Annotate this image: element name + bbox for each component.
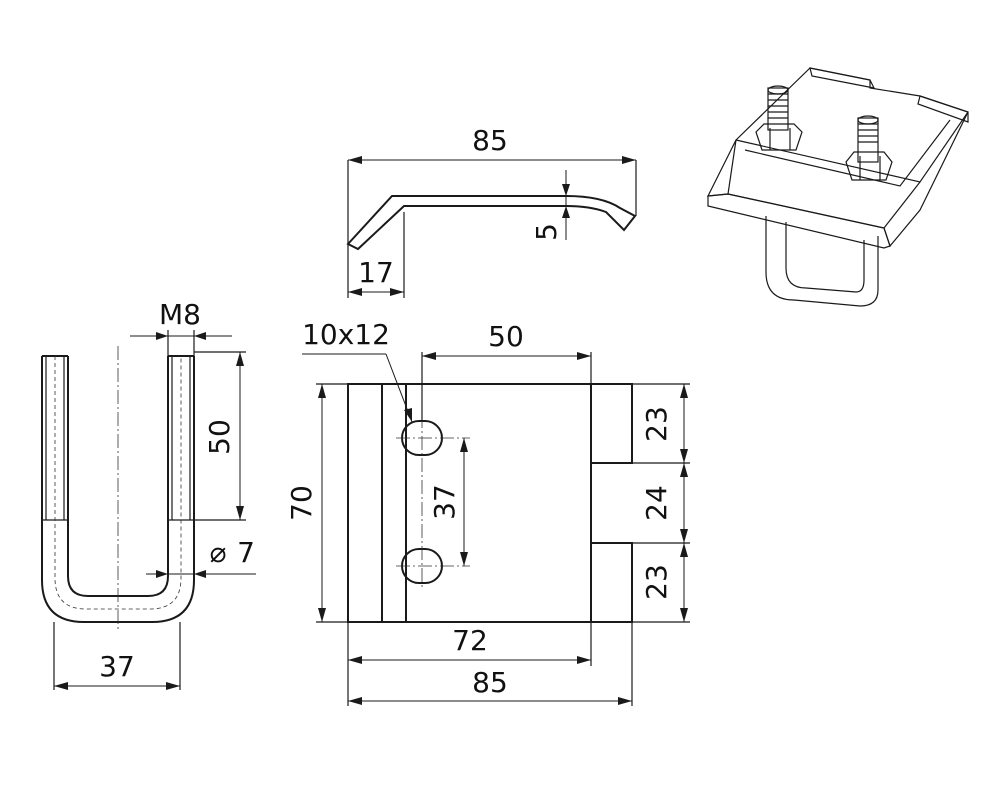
clamp-top-plate (706, 67, 969, 248)
clamp-flange-right (917, 95, 969, 123)
bolt-left (755, 85, 803, 151)
plate-height-label: 70 (285, 485, 318, 521)
profile-view (346, 156, 637, 298)
gap-label: 24 (640, 485, 673, 521)
clamp-ubolt-iso (765, 216, 879, 307)
profile-thickness-label: 5 (530, 223, 563, 241)
plate-view (302, 352, 690, 706)
ubolt-length-label: 50 (203, 419, 236, 455)
diameter-symbol: ⌀ (210, 536, 227, 569)
isometric-view (706, 67, 969, 307)
plate-total-width-label: 85 (472, 666, 508, 699)
bolt-right (845, 115, 893, 181)
tab-bottom-label: 23 (640, 564, 673, 600)
plate-tab-top (591, 383, 633, 464)
plate-tab-bottom (591, 542, 633, 623)
profile-outline (346, 195, 637, 251)
profile-width-label: 85 (472, 124, 508, 157)
slot-size-label: 10x12 (302, 318, 390, 351)
ubolt-width-label: 37 (99, 650, 135, 683)
clamp-plate-front-edge (707, 193, 891, 249)
clamp-flange-back (809, 67, 876, 89)
profile-flange-label: 17 (358, 256, 394, 289)
tab-top-label: 23 (640, 406, 673, 442)
plate-inner-width-label: 72 (452, 624, 488, 657)
slot-offset-label: 50 (488, 320, 524, 353)
ubolt-thread-label: M8 (159, 298, 201, 331)
plate-body (347, 383, 592, 623)
ubolt-view (41, 330, 256, 690)
ubolt-diameter-label: 7 (237, 536, 255, 569)
slot-spacing-label: 37 (428, 484, 461, 520)
